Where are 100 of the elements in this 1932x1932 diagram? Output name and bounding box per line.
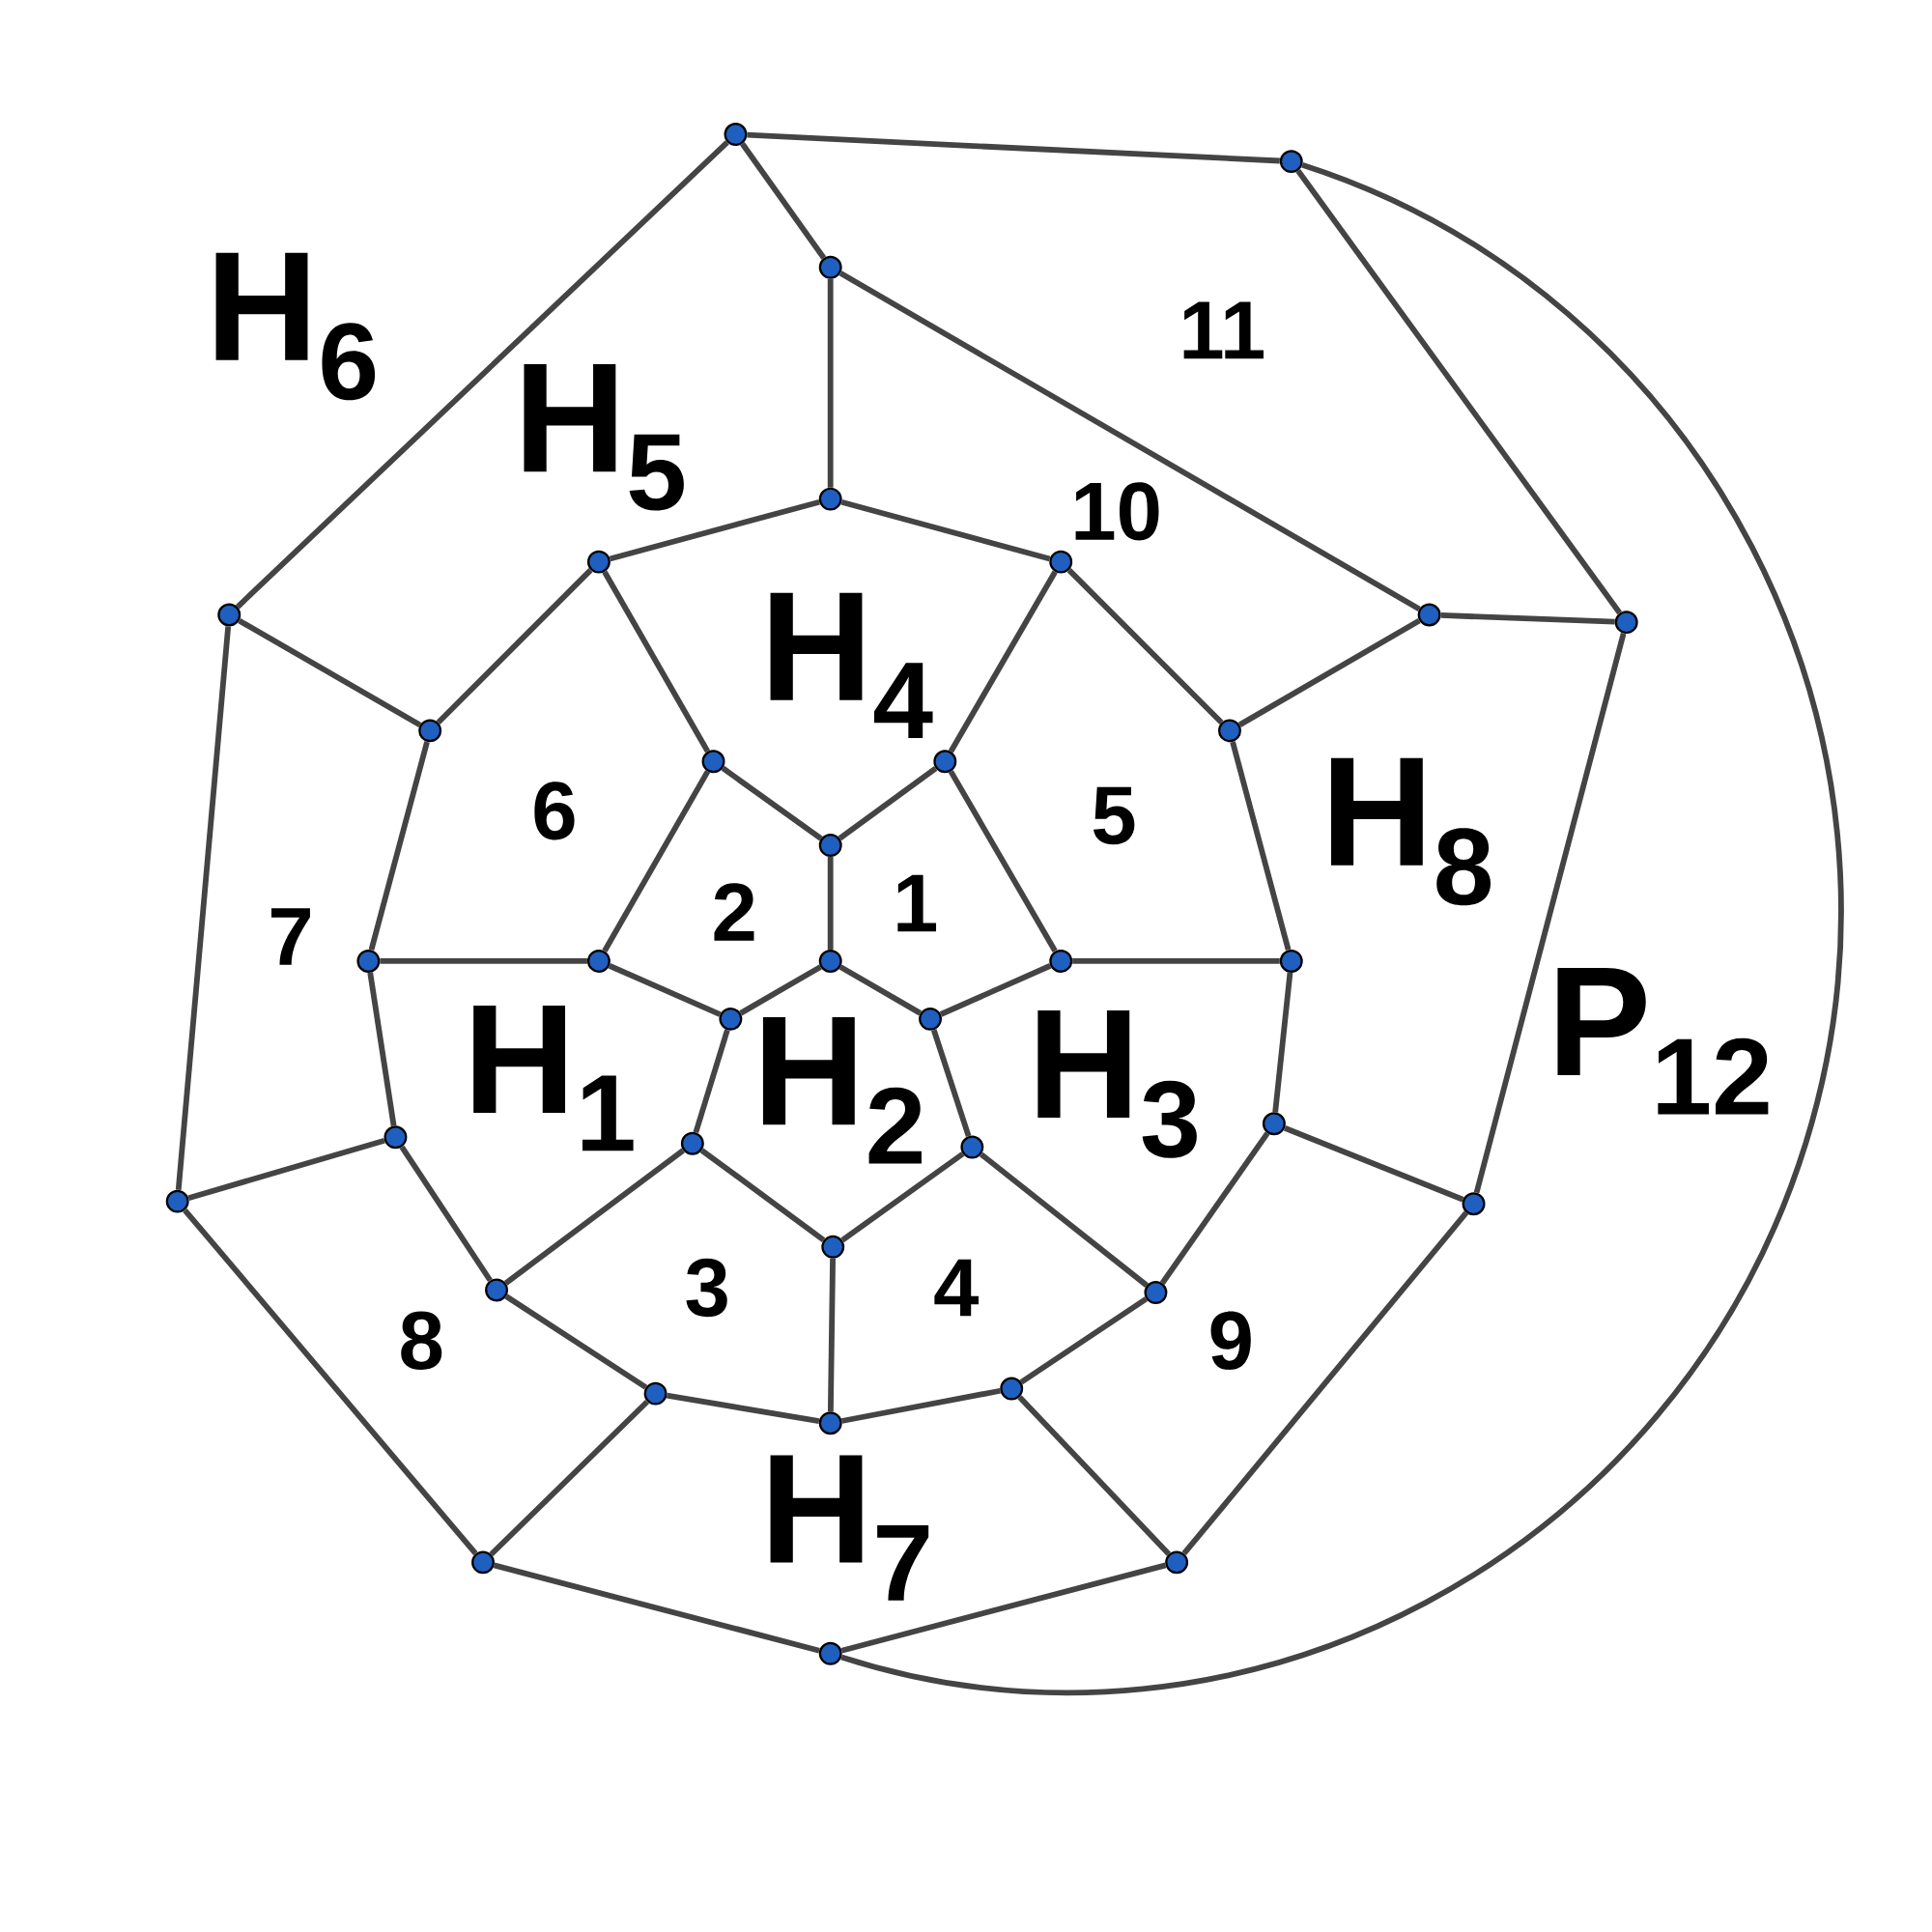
edge-line <box>399 1145 493 1283</box>
edge-line <box>187 1137 385 1202</box>
vertex-dot <box>818 1411 842 1435</box>
edge-line <box>840 1562 1167 1654</box>
face-label: H$_{7}$ <box>770 1455 929 1601</box>
edge-line <box>1440 612 1615 625</box>
edge-line <box>503 1148 685 1286</box>
vertex-dot <box>643 1381 668 1406</box>
vertex-dot <box>471 1550 495 1575</box>
edge-line <box>367 972 397 1126</box>
edge-line <box>489 1399 650 1557</box>
edge-line <box>1181 1210 1469 1555</box>
edge-line <box>948 570 1058 753</box>
vertex-dot <box>818 255 842 279</box>
edge-line <box>238 617 422 727</box>
vertex-dot <box>1279 949 1303 973</box>
vertex-dot <box>384 1125 408 1150</box>
vertex-dot <box>818 834 842 857</box>
edge-line <box>840 1151 965 1243</box>
face-label: H$_{5}$ <box>524 364 684 511</box>
edge-line <box>1017 1395 1171 1556</box>
vertex-dot <box>821 1235 845 1259</box>
face-label: H$_{3}$ <box>1037 1010 1197 1158</box>
edge-line <box>939 963 1052 1017</box>
vertex-dot <box>1262 1112 1286 1136</box>
face-label: H$_{2}$ <box>762 1017 922 1164</box>
vertex-dot <box>1279 150 1303 174</box>
edge-line <box>840 162 1844 1695</box>
edge-line <box>740 142 827 260</box>
edge-line <box>699 1148 826 1243</box>
vertex-dot <box>818 1641 842 1665</box>
face-label: H$_{8}$ <box>1330 757 1491 906</box>
edge-line <box>840 1387 1001 1424</box>
edge-line <box>1066 568 1224 724</box>
vertex-dot <box>418 719 442 743</box>
vertex-dot <box>1165 1550 1189 1575</box>
vertex-dot <box>818 949 842 973</box>
edge-line <box>368 741 430 952</box>
edge-line <box>609 498 820 562</box>
vertex-dot <box>701 750 725 774</box>
edge-line <box>693 1029 730 1134</box>
face-label: 8 <box>401 1311 442 1370</box>
face-label: H$_{6}$ <box>215 252 376 401</box>
edge-line <box>838 964 923 1016</box>
vertex-dot <box>356 949 381 973</box>
edge-line <box>948 770 1058 953</box>
edge-line <box>380 958 587 964</box>
edge-line <box>1230 741 1292 952</box>
face-label: H$_{4}$ <box>770 592 933 738</box>
edge-line <box>183 1208 478 1556</box>
edge-line <box>747 131 1280 164</box>
face-label: 1 <box>897 874 936 932</box>
edge-line <box>1272 972 1293 1113</box>
edge-line <box>504 1293 648 1390</box>
vertex-dot <box>1462 1192 1486 1216</box>
face-label: 7 <box>271 908 310 965</box>
edge-line <box>838 270 1421 611</box>
edge-line <box>827 278 834 488</box>
edge-line <box>1019 1296 1149 1385</box>
face-label: 9 <box>1210 1311 1251 1370</box>
face-label: P$_{12}$ <box>1557 968 1769 1115</box>
vertex-dot <box>485 1278 508 1302</box>
vertex-dot <box>818 487 842 511</box>
face-label: 6 <box>534 781 575 840</box>
vertex-dot <box>1049 550 1073 574</box>
vertex-dot <box>680 1131 704 1155</box>
edge-line <box>827 856 834 950</box>
vertex-dot <box>586 550 611 574</box>
face-label: 10 <box>1075 482 1159 541</box>
edge-line <box>602 570 711 753</box>
edge-line <box>1473 632 1627 1194</box>
vertex-dot <box>1417 603 1441 627</box>
face-label: H$_{1}$ <box>473 1005 634 1151</box>
edge-line <box>979 1151 1149 1288</box>
face-label: 3 <box>686 1258 727 1318</box>
edge-line <box>436 568 593 724</box>
edge-line <box>930 1029 972 1138</box>
vertex-dot <box>1049 949 1073 973</box>
edge-line <box>1237 617 1421 727</box>
vertex-dot <box>586 949 611 973</box>
edge-line <box>1072 958 1280 964</box>
vertex-dot <box>960 1135 984 1159</box>
edge-line <box>602 770 711 952</box>
vertex-dot <box>719 1007 743 1031</box>
vertex-dot <box>1218 719 1241 743</box>
edge-line <box>175 626 232 1190</box>
edge-line <box>739 964 822 1016</box>
vertex-dot <box>165 1189 189 1213</box>
face-label: 11 <box>1183 301 1264 359</box>
edge-line <box>721 765 823 841</box>
face-label: 5 <box>1094 786 1135 845</box>
vertex-dot <box>933 750 957 774</box>
vertex-dot <box>919 1007 942 1031</box>
edge-line <box>666 1392 820 1425</box>
edge-line <box>827 1258 836 1412</box>
edge-line <box>1159 1131 1270 1285</box>
edge-line <box>838 766 938 841</box>
vertex-dot <box>1000 1377 1024 1401</box>
vertex-dot <box>1614 611 1638 635</box>
vertex-dot <box>1144 1281 1168 1304</box>
